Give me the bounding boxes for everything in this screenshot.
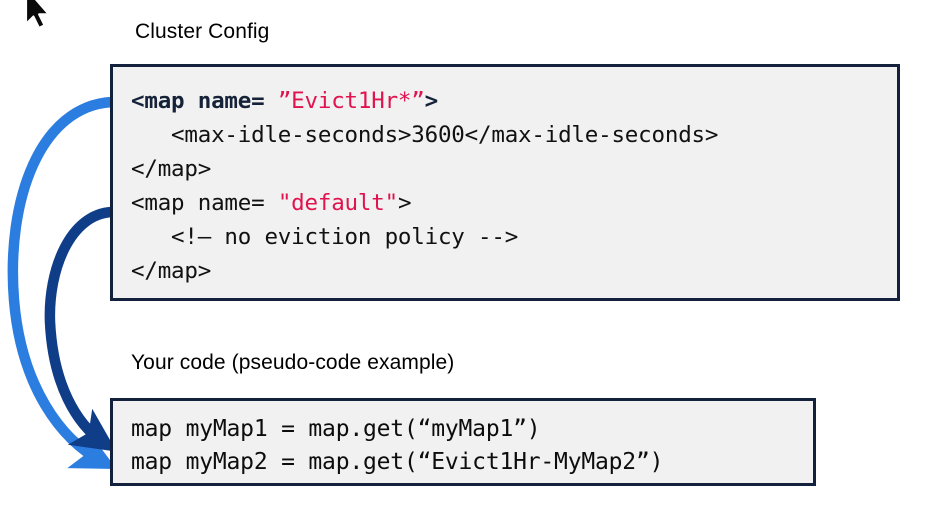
config-code-line-map-evict-open: <map name= ”Evict1Hr*”> [131,84,897,118]
page-title-cluster-config: Cluster Config [135,20,270,43]
config-tag-close-bracket: > [424,88,439,114]
config-string-evict1hr: ”Evict1Hr*” [277,88,425,114]
usercode-line-get-evict1hr-mymap2: map myMap2 = map.get(“Evict1Hr-MyMap2”) [131,449,664,475]
arrow-light-blue [7,96,117,469]
arrow-dark-navy [44,206,117,452]
config-code-line-map-default-close: </map> [131,258,212,284]
cluster-config-code-block: <map name= ”Evict1Hr*”> <max-idle-second… [110,64,900,301]
config-tag-map-open: <map name= [131,88,278,114]
config-code-line-map-evict-close: </map> [131,156,212,182]
mouse-pointer-icon [24,0,51,30]
config-tag-default-close-bracket: > [397,190,412,216]
config-tag-map-default-open: <map name= [131,190,278,216]
page-title-your-code: Your code (pseudo-code example) [131,351,455,374]
config-code-line-max-idle-seconds: <max-idle-seconds>3600</max-idle-seconds… [131,122,719,148]
config-string-default: "default" [277,190,398,216]
config-code-line-map-default-open: <map name= "default"> [131,186,897,220]
usercode-line-get-mymap1: map myMap1 = map.get(“myMap1”) [131,416,541,442]
config-code-line-comment-no-eviction: <!– no eviction policy --> [131,224,519,250]
user-code-code-block: map myMap1 = map.get(“myMap1”) map myMap… [110,398,816,486]
